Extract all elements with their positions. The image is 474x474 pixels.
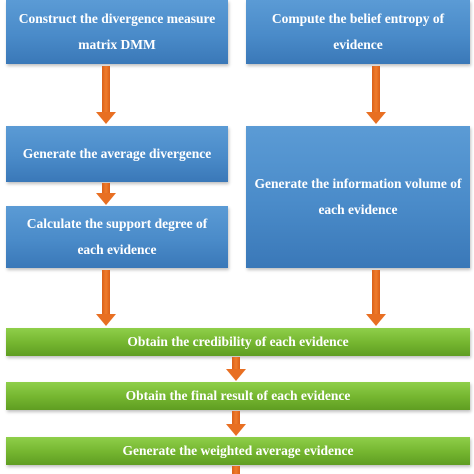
node-final-result: Obtain the final result of each evidence (6, 382, 470, 410)
arrow-final-to-weighted (226, 411, 246, 436)
node-divergence-matrix: Construct the divergence measure matrix … (6, 0, 228, 64)
node-credibility-label: Obtain the credibility of each evidence (127, 334, 349, 349)
arrow-average-to-support (96, 183, 116, 205)
node-support-degree: Calculate the support degree of each evi… (6, 206, 228, 268)
node-credibility: Obtain the credibility of each evidence (6, 328, 470, 356)
node-final-result-label: Obtain the final result of each evidence (125, 388, 351, 403)
arrow-divergence-to-average (96, 66, 116, 124)
node-average-divergence: Generate the average divergence (6, 126, 228, 182)
node-weighted-average: Generate the weighted average evidence (6, 437, 470, 465)
node-information-volume-label: Generate the information volume of each … (254, 176, 462, 217)
arrow-weighted-out (226, 466, 246, 474)
node-information-volume: Generate the information volume of each … (246, 126, 470, 268)
arrow-volume-to-credibility (366, 270, 386, 326)
arrow-credibility-to-final (226, 357, 246, 381)
arrow-entropy-to-volume (366, 66, 386, 124)
node-belief-entropy-label: Compute the belief entropy of evidence (271, 11, 445, 52)
arrow-support-to-credibility (96, 270, 116, 326)
node-divergence-matrix-label: Construct the divergence measure matrix … (18, 11, 216, 52)
node-weighted-average-label: Generate the weighted average evidence (122, 443, 354, 458)
node-belief-entropy: Compute the belief entropy of evidence (246, 0, 470, 64)
node-average-divergence-label: Generate the average divergence (22, 146, 212, 161)
node-support-degree-label: Calculate the support degree of each evi… (26, 216, 208, 257)
